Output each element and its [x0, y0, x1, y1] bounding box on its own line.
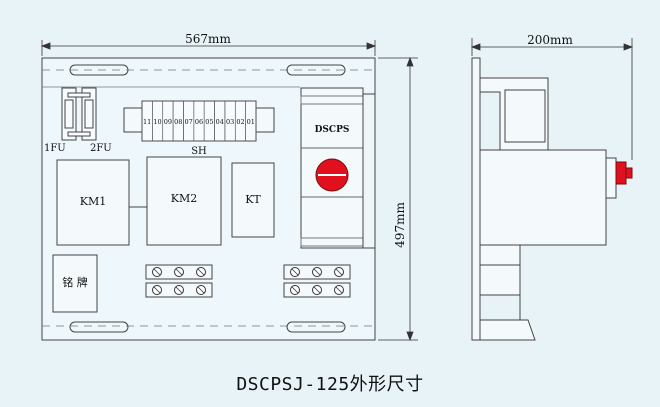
- side-back-plate: [471, 57, 481, 341]
- terminal-number: 10: [153, 118, 161, 126]
- fuse-holders: [61, 87, 97, 141]
- terminal-row-left: [145, 264, 213, 298]
- fuse-clip-top: [67, 92, 91, 98]
- terminal-screw-slot: [335, 268, 343, 276]
- depth-dimension: [470, 38, 634, 160]
- terminal-cell: [245, 100, 257, 142]
- terminal-number: 09: [164, 118, 172, 126]
- terminal-screw-slot: [335, 286, 343, 294]
- mounting-slots: [69, 64, 346, 333]
- nameplate-label: 铭 牌: [62, 275, 88, 289]
- dscps-protector: [300, 87, 376, 249]
- slot-top-right: [286, 64, 346, 76]
- terminal-screw-slot: [175, 286, 183, 294]
- dscps-side-rail: [362, 93, 376, 249]
- terminal-screw-slot: [291, 268, 299, 276]
- height-arrow-bottom: [406, 331, 414, 342]
- terminal-number: 11: [143, 118, 151, 126]
- terminal-number: 07: [184, 118, 192, 126]
- height-dimension-label: 497mm: [393, 202, 407, 248]
- depth-arrow-right: [623, 43, 634, 51]
- terminal-row-right: [283, 264, 351, 298]
- fuse-clip-bottom: [67, 131, 91, 137]
- slot-bottom-left: [69, 321, 129, 333]
- terminal-number: 02: [236, 118, 244, 126]
- dscps-label: DSCPS: [315, 125, 350, 135]
- timer-kt-label: KT: [245, 193, 261, 206]
- terminal-screw-slot: [197, 268, 205, 276]
- terminal-screw-slot: [197, 286, 205, 294]
- terminal-number: 01: [247, 118, 255, 126]
- terminal-end-left: [123, 107, 143, 133]
- terminal-end-right: [255, 107, 275, 133]
- depth-dimension-label: 200mm: [527, 33, 573, 47]
- terminal-strip: [141, 100, 257, 142]
- side-contactor-profile: [479, 149, 607, 246]
- contactor-km2: [146, 156, 222, 246]
- terminal-screw-slot: [153, 286, 161, 294]
- fuse-2-label: 2FU: [90, 143, 112, 154]
- terminal-screw-slot: [175, 268, 183, 276]
- contactor-km1: [56, 159, 130, 246]
- timer-kt: [231, 162, 275, 238]
- terminal-block-label: SH: [191, 146, 207, 157]
- contactor-km2-label: KM2: [171, 192, 197, 205]
- side-upper-device: [504, 89, 546, 143]
- side-view: [471, 57, 617, 341]
- terminal-screw-slot: [291, 286, 299, 294]
- terminal-number: 03: [226, 118, 234, 126]
- side-lower-terminal: [479, 244, 521, 296]
- width-arrow-left: [40, 42, 51, 50]
- terminal-screw-slot: [153, 268, 161, 276]
- nameplate: [52, 254, 98, 313]
- terminal-number: 05: [205, 118, 213, 126]
- side-red-knob: [615, 161, 627, 185]
- terminal-number: 06: [195, 118, 203, 126]
- height-arrow-top: [406, 56, 414, 67]
- terminal-number: 04: [216, 118, 224, 126]
- width-dimension-label: 567mm: [185, 32, 231, 46]
- contactor-km1-label: KM1: [80, 195, 106, 208]
- width-dimension: [40, 40, 377, 56]
- fuse-1-label: 1FU: [44, 143, 66, 154]
- slot-top-left: [69, 64, 129, 76]
- terminal-screw-slot: [313, 268, 321, 276]
- slot-bottom-right: [286, 321, 346, 333]
- diagram-caption: DSCPSJ-125外形尺寸: [236, 374, 424, 395]
- terminal-screw-slot: [313, 286, 321, 294]
- width-arrow-right: [366, 42, 377, 50]
- height-dimension: [378, 56, 418, 342]
- fuse-1-cartridge: [64, 99, 74, 129]
- side-dscps-face: [605, 157, 617, 199]
- side-base-foot: [479, 319, 536, 341]
- terminal-number: 08: [174, 118, 182, 126]
- fuse-2-cartridge: [84, 99, 94, 129]
- side-upper-bracket: [479, 77, 549, 151]
- side-red-knob-tip: [625, 167, 633, 179]
- depth-arrow-left: [470, 43, 481, 51]
